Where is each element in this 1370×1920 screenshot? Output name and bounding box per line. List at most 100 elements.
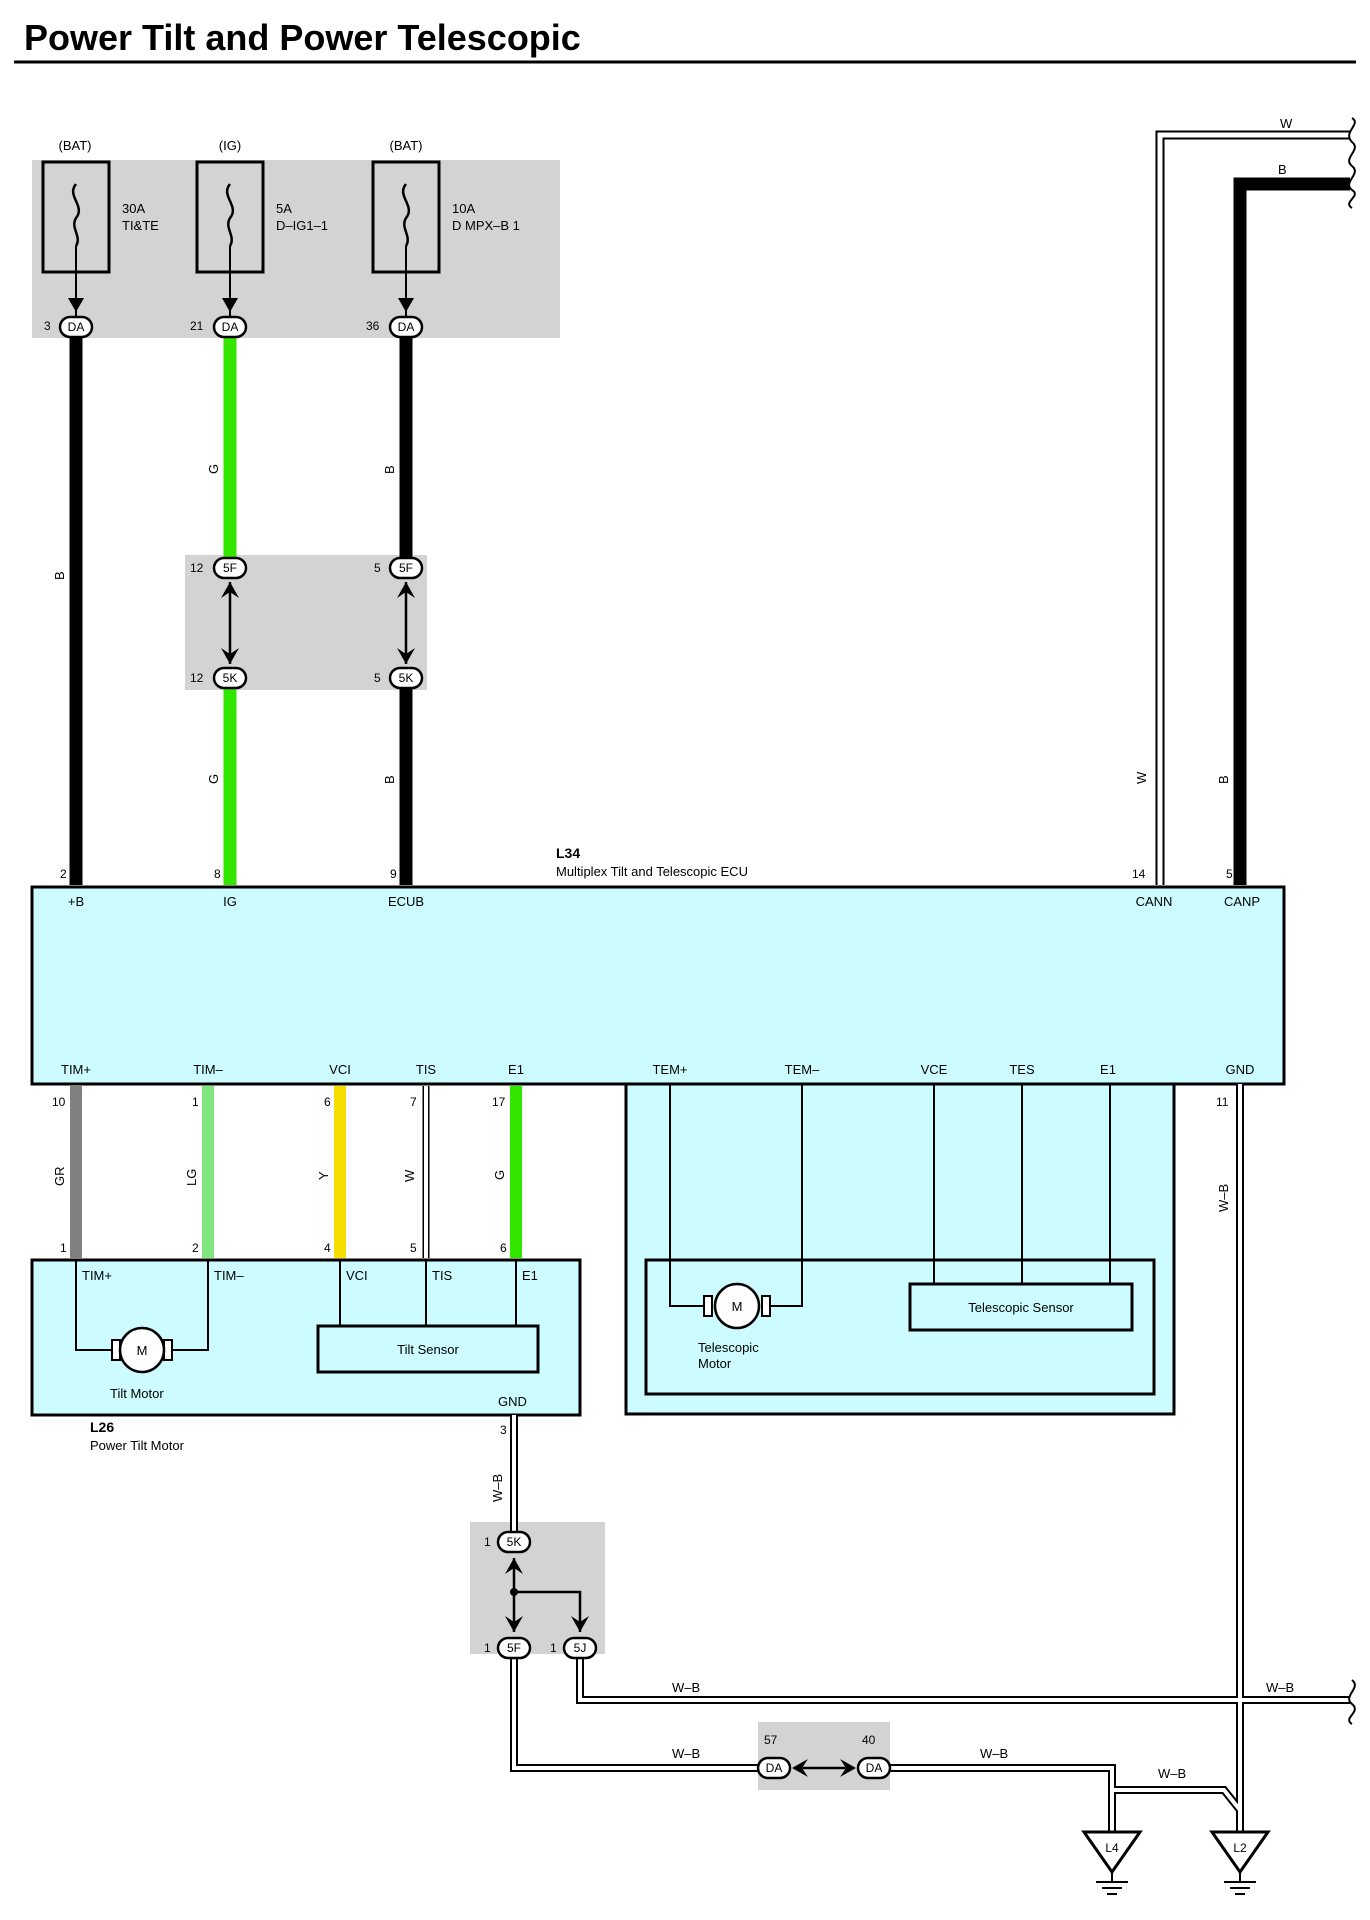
svg-text:GR: GR [52, 1167, 67, 1187]
svg-text:DA: DA [68, 320, 85, 334]
pin-label: CANN [1136, 894, 1173, 909]
pin-label: TIS [432, 1268, 453, 1283]
wire-b-canp [1233, 177, 1350, 885]
svg-text:5: 5 [1226, 867, 1233, 881]
svg-text:W–B: W–B [490, 1474, 505, 1502]
pin-label: VCE [921, 1062, 948, 1077]
supply-wires [69, 338, 413, 885]
svg-text:B: B [382, 465, 397, 474]
wire-w-cann-outer [1155, 130, 1350, 885]
pin-label: VCI [329, 1062, 351, 1077]
svg-text:17: 17 [492, 1095, 506, 1109]
svg-text:3: 3 [44, 319, 51, 333]
svg-text:W–B: W–B [1216, 1184, 1231, 1212]
tilt-motor-id: L26 [90, 1419, 114, 1435]
svg-text:10: 10 [52, 1095, 66, 1109]
svg-text:5F: 5F [223, 561, 237, 575]
connector-5k-1: 1 5K [484, 1530, 532, 1554]
svg-text:W: W [1280, 116, 1293, 131]
svg-text:W–B: W–B [1266, 1680, 1294, 1695]
svg-text:W–B: W–B [980, 1746, 1008, 1761]
svg-text:21: 21 [190, 319, 204, 333]
svg-text:5K: 5K [223, 671, 238, 685]
svg-text:5F: 5F [399, 561, 413, 575]
ground-l4: L4 [1081, 1830, 1143, 1895]
svg-text:40: 40 [862, 1733, 876, 1747]
junction-top-links [221, 582, 415, 664]
svg-text:5: 5 [374, 671, 381, 685]
fuse-element-icon [225, 183, 235, 247]
svg-text:DA: DA [398, 320, 415, 334]
fuse-name: D–IG1–1 [276, 218, 328, 233]
svg-text:8: 8 [214, 867, 221, 881]
svg-text:2: 2 [192, 1241, 199, 1255]
svg-text:6: 6 [324, 1095, 331, 1109]
pin-label: TEM+ [652, 1062, 687, 1077]
svg-text:1: 1 [550, 1641, 557, 1655]
pin-label: GND [1226, 1062, 1255, 1077]
svg-text:12: 12 [190, 671, 204, 685]
tilt-sensor-label: Tilt Sensor [397, 1342, 459, 1357]
svg-text:3: 3 [500, 1423, 507, 1437]
fuse-lead-arrows [68, 298, 414, 312]
svg-text:Y: Y [316, 1171, 331, 1180]
svg-text:36: 36 [366, 319, 380, 333]
telescopic-sensor-label: Telescopic Sensor [968, 1300, 1074, 1315]
fuse-source-label: (IG) [219, 138, 241, 153]
svg-text:B: B [1278, 162, 1287, 177]
svg-text:6: 6 [500, 1241, 507, 1255]
svg-text:7: 7 [410, 1095, 417, 1109]
break-icon [1348, 117, 1356, 167]
connector-5k-5: 5 5K [374, 666, 424, 690]
wire-labels-top: B G G B B [52, 464, 397, 784]
ground-wire-labels: 3 W–B 11 W–B W–B W–B W–B W–B W–B [490, 1095, 1294, 1781]
inline-connector: 57 DA 40 DA [756, 1733, 892, 1780]
pin-label: E1 [1100, 1062, 1116, 1077]
tilt-motor-name: Power Tilt Motor [90, 1438, 185, 1453]
fuse-source-label: (BAT) [390, 138, 423, 153]
svg-text:G: G [206, 774, 221, 784]
pin-label: TIM– [214, 1268, 244, 1283]
svg-text:5: 5 [410, 1241, 417, 1255]
connector-da-36: 36 DA [366, 315, 424, 339]
fuse-box-shade [32, 160, 560, 338]
fuse-rating: 5A [276, 201, 292, 216]
gnd-label: GND [498, 1394, 527, 1409]
svg-text:LG: LG [184, 1169, 199, 1186]
svg-text:W–B: W–B [672, 1746, 700, 1761]
can-wires: W B W B [1134, 116, 1356, 885]
pin-label: TEM– [785, 1062, 820, 1077]
svg-text:DA: DA [766, 1761, 783, 1775]
svg-text:14: 14 [1132, 867, 1146, 881]
tilt-harness: 10 1 6 7 17 GR LG Y W G 1 2 4 5 6 [52, 1086, 522, 1258]
fuse-name: D MPX–B 1 [452, 218, 520, 233]
pin-label: TIM+ [61, 1062, 91, 1077]
tilt-motor-label: Tilt Motor [110, 1386, 164, 1401]
wire-w-cann-inner [1157, 132, 1350, 885]
svg-text:5K: 5K [507, 1535, 522, 1549]
svg-text:L2: L2 [1233, 1841, 1247, 1855]
fuse-rating: 10A [452, 201, 475, 216]
ground-wires [510, 1084, 1356, 1832]
svg-text:W–B: W–B [672, 1680, 700, 1695]
fuse-connectors: 3 DA 21 DA 36 DA [44, 315, 424, 339]
break-icon [1348, 1679, 1356, 1725]
ecu-l34: L34 Multiplex Tilt and Telescopic ECU 2 … [30, 845, 1286, 1086]
svg-text:5: 5 [374, 561, 381, 575]
svg-text:5K: 5K [399, 671, 414, 685]
svg-text:B: B [52, 571, 67, 580]
svg-text:2: 2 [60, 867, 67, 881]
svg-text:M: M [137, 1343, 148, 1358]
svg-text:DA: DA [222, 320, 239, 334]
svg-text:1: 1 [484, 1535, 491, 1549]
svg-text:B: B [1216, 775, 1231, 784]
svg-text:4: 4 [324, 1241, 331, 1255]
svg-text:1: 1 [60, 1241, 67, 1255]
fuse-element-icon [401, 183, 411, 247]
tilt-motor-l26: TIM+ TIM– VCI TIS E1 M Tilt Motor Tilt S… [30, 1258, 582, 1453]
